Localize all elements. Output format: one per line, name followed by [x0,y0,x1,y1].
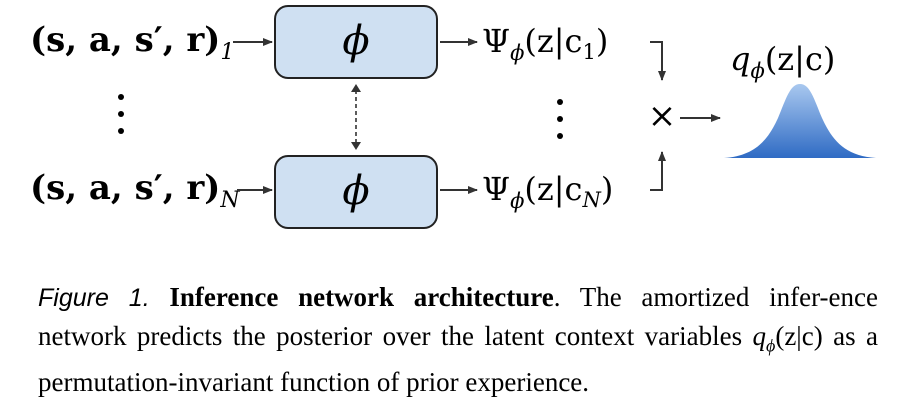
factor-bottom: Ψϕ(z|cN) [482,170,613,213]
svg-text:ϕ: ϕ [342,168,369,214]
ellipsis-right [557,99,563,139]
shared-weights-arrow [351,84,361,150]
encoder-box-bottom: ϕ [274,155,438,229]
encoder-box-top: ϕ [274,5,438,79]
caption-text-2: as a permutation-invariant function of p… [38,320,878,398]
input-tuple-top: (s, a, s′, r)1 [30,20,234,65]
caption-math-arg: (z|c) [775,320,823,351]
factor-top: Ψϕ(z|c1) [482,22,608,65]
caption-title: Inference network architecture [169,282,554,312]
caption-text-1: . The amortized infer-ence network predi… [38,282,878,351]
figure-caption: Figure 1. Inference network architecture… [38,279,878,402]
posterior-gaussian [724,84,876,158]
caption-math-q: q [752,320,767,351]
ellipsis-left [118,94,124,134]
posterior-label: qϕ(z|c) [730,40,835,83]
svg-text:ϕ: ϕ [342,18,369,64]
arrow-factor-bottom-to-product [650,151,666,191]
caption-math-sub: ϕ [766,334,776,355]
caption-label: Figure 1. [38,284,150,312]
product-symbol: × [648,96,677,136]
arrow-factor-top-to-product [650,41,666,81]
inference-network-diagram: (s, a, s′, r)1 (s, a, s′, r)N ϕ ϕ Ψϕ(z|c… [30,5,876,229]
input-tuple-bottom: (s, a, s′, r)N [30,168,240,213]
